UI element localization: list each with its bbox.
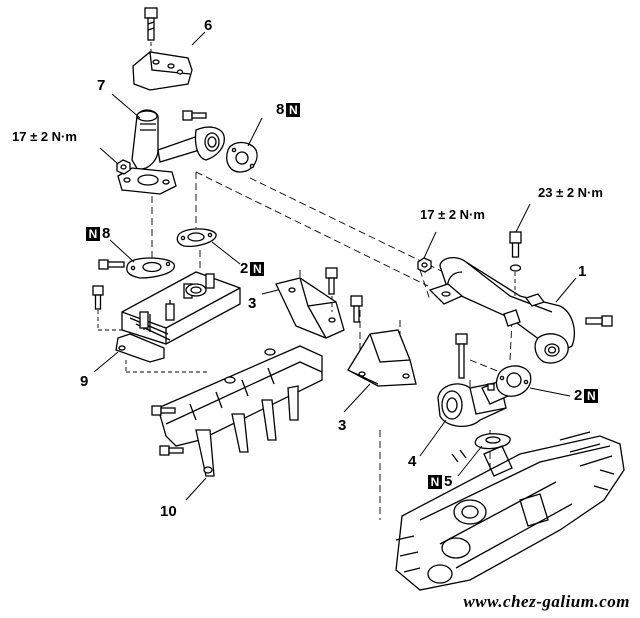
bracket-10 [157,345,323,477]
bolt-pipe7 [182,110,207,121]
bolt-egr-valve [455,333,468,379]
new-part-mark: N [250,262,265,277]
callout-3-right: 3 [338,417,347,434]
callout-7: 7 [97,77,106,94]
egr-pipe-1 [428,256,575,364]
gasket-2-center [176,228,217,248]
bolt-top [144,7,158,41]
egr-cooler [115,271,241,363]
new-part-mark: N [584,389,599,404]
gasket-5 [474,433,511,450]
bolt-bracket10-b [159,445,184,456]
torque-left: 17 ± 2 N·m [12,129,77,144]
bolt-bracket3-right [350,295,363,323]
gasket-2-right [495,365,532,397]
new-part-mark: N [286,103,301,118]
callout-3-left: 3 [248,295,257,312]
callout-4: 4 [408,453,417,470]
nut-pipe1 [417,257,432,273]
torque-right: 23 ± 2 N·m [538,185,603,200]
callout-1: 1 [578,263,587,280]
watermark: www.chez-galium.com [463,592,630,611]
bracket-3-right [347,329,417,387]
callout-9: 9 [80,373,89,390]
callout-10: 10 [160,503,177,520]
egr-pipe-7 [117,109,225,195]
torque-mid: 17 ± 2 N·m [420,207,485,222]
bolt-left-b [92,285,104,310]
intake-manifold [395,431,625,591]
bolt-pipe1-right [585,315,613,327]
nut-left [116,159,131,175]
bracket-3-left [275,277,345,339]
bolt-23nm [509,231,522,272]
new-part-mark: N [428,475,442,490]
gasket-8-top [226,141,258,173]
bolt-left-a [98,259,125,270]
callout-6: 6 [204,17,213,34]
bolt-bracket10-a [151,405,176,416]
new-part-mark: N [86,227,100,242]
heat-shield-6 [132,51,193,91]
gasket-8-lower [126,257,175,279]
small-clips [451,449,467,463]
bolt-bracket3-left [325,267,338,295]
